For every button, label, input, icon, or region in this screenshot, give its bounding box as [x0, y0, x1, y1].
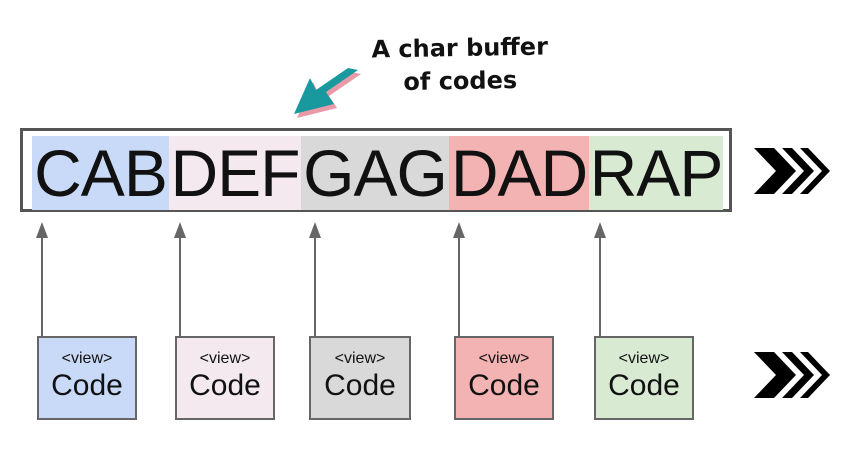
buffer-segment-def: DEF [169, 136, 301, 210]
up-arrow-icon [594, 222, 606, 336]
triple-chevron-right-icon [754, 352, 830, 398]
view-tag: <view> [334, 350, 386, 367]
view-label: Code [189, 369, 261, 402]
view-box-1: <view> Code [37, 336, 137, 420]
view-tag: <view> [618, 350, 670, 367]
up-arrow-icon [174, 222, 186, 336]
view-tag: <view> [478, 350, 530, 367]
char-buffer: CAB DEF GAG DAD RAP [20, 128, 732, 212]
buffer-segment-gag: GAG [301, 136, 449, 210]
view-label: Code [608, 369, 680, 402]
callout-arrow-icon [294, 68, 361, 118]
view-box-5: <view> Code [594, 336, 694, 420]
up-arrow-icon [36, 222, 48, 336]
buffer-segment-text: DEF [170, 136, 301, 210]
view-label: Code [51, 369, 123, 402]
view-label: Code [324, 369, 396, 402]
view-box-2: <view> Code [175, 336, 275, 420]
up-arrow-icon [309, 222, 321, 336]
view-box-3: <view> Code [309, 336, 411, 420]
buffer-segment-text: DAD [450, 136, 588, 210]
view-tag: <view> [199, 350, 251, 367]
buffer-segment-rap: RAP [589, 136, 723, 210]
view-box-4: <view> Code [454, 336, 554, 420]
view-label: Code [468, 369, 540, 402]
buffer-segment-text: CAB [34, 136, 168, 210]
view-tag: <view> [61, 350, 113, 367]
buffer-segment-dad: DAD [449, 136, 589, 210]
buffer-segment-cab: CAB [32, 136, 169, 210]
triple-chevron-right-icon [754, 148, 830, 194]
up-arrow-icon [453, 222, 465, 336]
buffer-segment-text: GAG [303, 136, 448, 210]
buffer-segment-text: RAP [589, 136, 724, 210]
